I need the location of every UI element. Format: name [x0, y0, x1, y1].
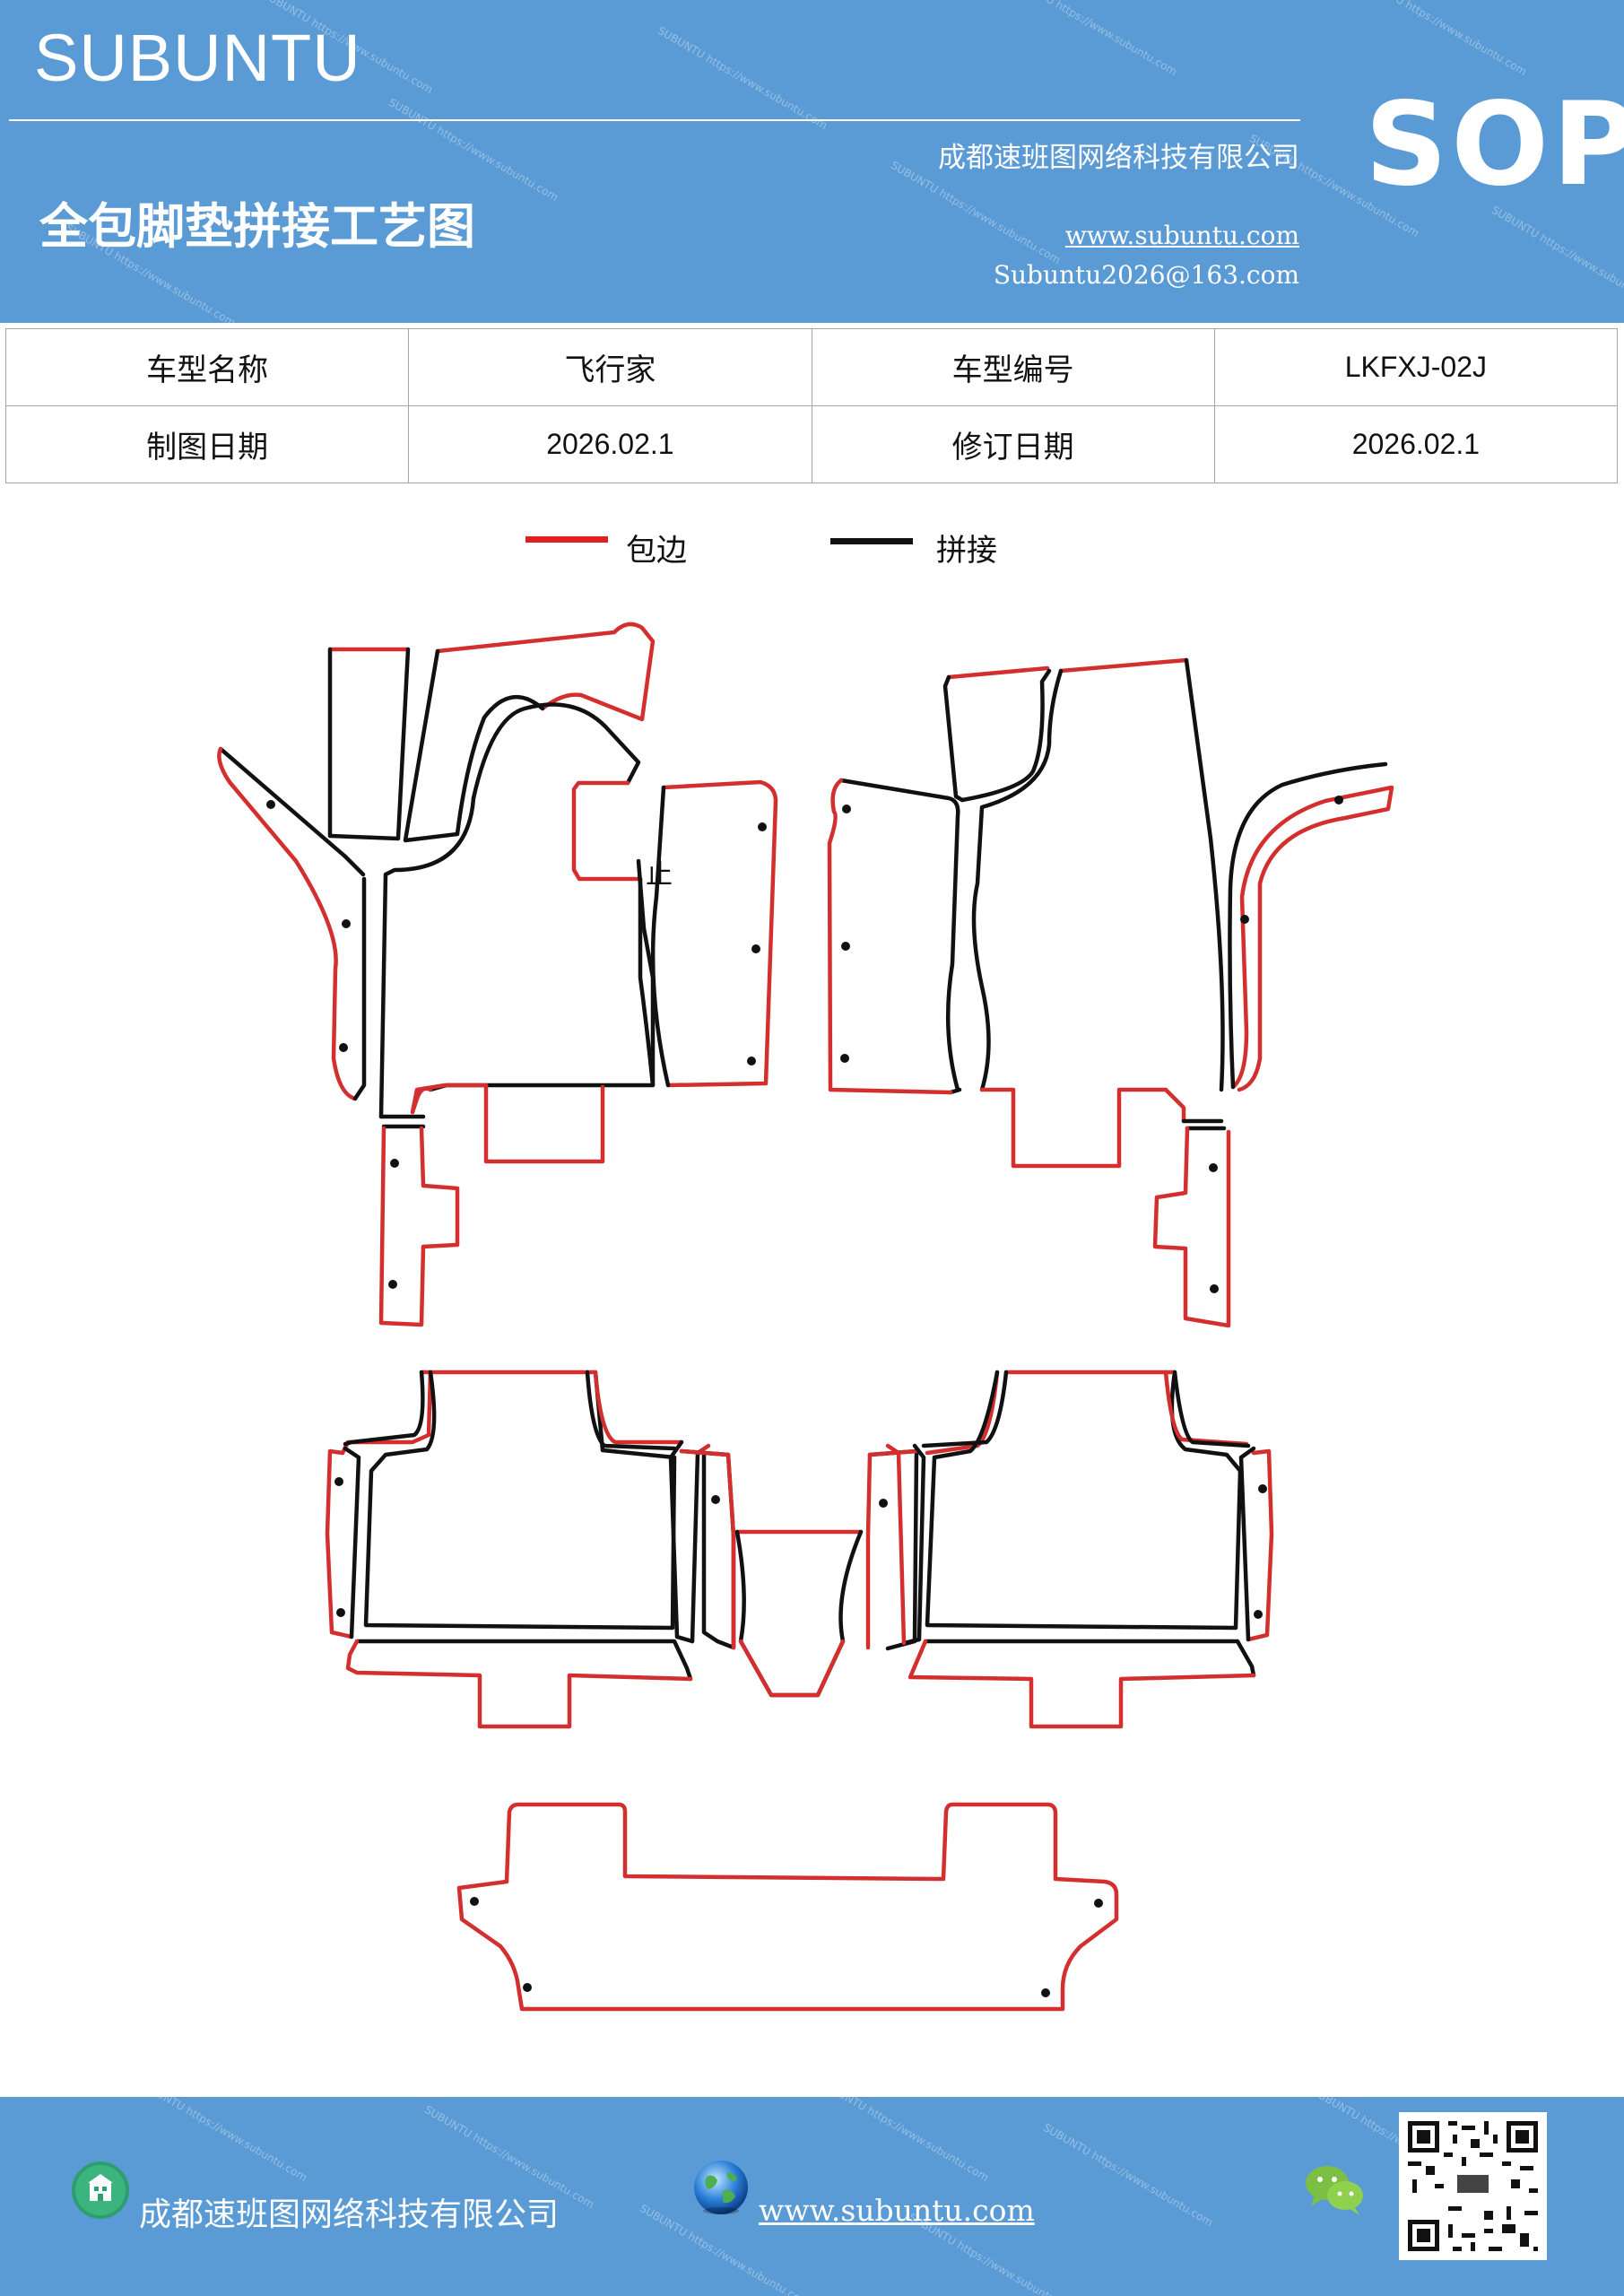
legend-seam-swatch	[830, 538, 913, 544]
globe-icon	[694, 2161, 748, 2214]
watermark: SUBUNTU https://www.subuntu.com	[1040, 2120, 1215, 2230]
grommet-holes	[266, 796, 1343, 1997]
front-left-side-mat	[650, 779, 778, 1088]
table-row: 制图日期 2026.02.1 修订日期 2026.02.1	[4, 405, 1619, 483]
brand-name: SUBUNTU	[34, 21, 361, 95]
rear-left-mat	[325, 1370, 711, 1729]
center-console-mat	[679, 1448, 919, 1698]
website-link[interactable]: www.subuntu.com	[1064, 221, 1299, 250]
company-name: 成都速班图网络科技有限公司	[938, 142, 1299, 174]
sop-badge: SOP	[1365, 78, 1624, 212]
legend-seam-label: 拼接	[936, 533, 997, 569]
watermark: SUBUNTU https://www.subuntu.com	[135, 2097, 309, 2185]
revision-date-value: 2026.02.1	[1213, 405, 1619, 483]
drawing-date-label: 制图日期	[4, 405, 410, 483]
footer-company-name: 成都速班图网络科技有限公司	[139, 2196, 560, 2233]
vehicle-info-table: 车型名称 飞行家 车型编号 LKFXJ-02J 制图日期 2026.02.1 修…	[4, 328, 1619, 483]
footer-website-link[interactable]: www.subuntu.com	[759, 2193, 1035, 2228]
legend-edge-label: 包边	[626, 533, 687, 569]
third-row-mat	[456, 1802, 1119, 2012]
header-divider	[9, 119, 1300, 121]
qr-code[interactable]	[1399, 2112, 1547, 2260]
front-right-mat	[827, 657, 1231, 1328]
front-left-mat: 止	[217, 622, 673, 1327]
qr-code-pattern	[1399, 2112, 1547, 2260]
front-right-side-mat	[1228, 761, 1394, 1092]
header-banner: SUBUNTU https://www.subuntu.com SUBUNTU …	[0, 0, 1624, 323]
watermark: SUBUNTU https://www.subuntu.com	[816, 2097, 991, 2185]
legend-edge-swatch	[525, 536, 608, 543]
model-name-label: 车型名称	[4, 328, 410, 406]
drawing-date-value: 2026.02.1	[408, 405, 812, 483]
table-row: 车型名称 飞行家 车型编号 LKFXJ-02J	[4, 328, 1619, 406]
rear-right-mat	[885, 1370, 1274, 1729]
revision-date-label: 修订日期	[811, 405, 1215, 483]
building-icon	[72, 2161, 129, 2219]
model-code-label: 车型编号	[811, 328, 1215, 406]
email-address[interactable]: Subuntu2026@163.com	[993, 260, 1299, 290]
model-name-value: 飞行家	[408, 328, 812, 406]
page-title: 全包脚垫拼接工艺图	[39, 198, 475, 255]
wechat-icon[interactable]	[1302, 2161, 1367, 2219]
model-code-value: LKFXJ-02J	[1213, 328, 1619, 406]
